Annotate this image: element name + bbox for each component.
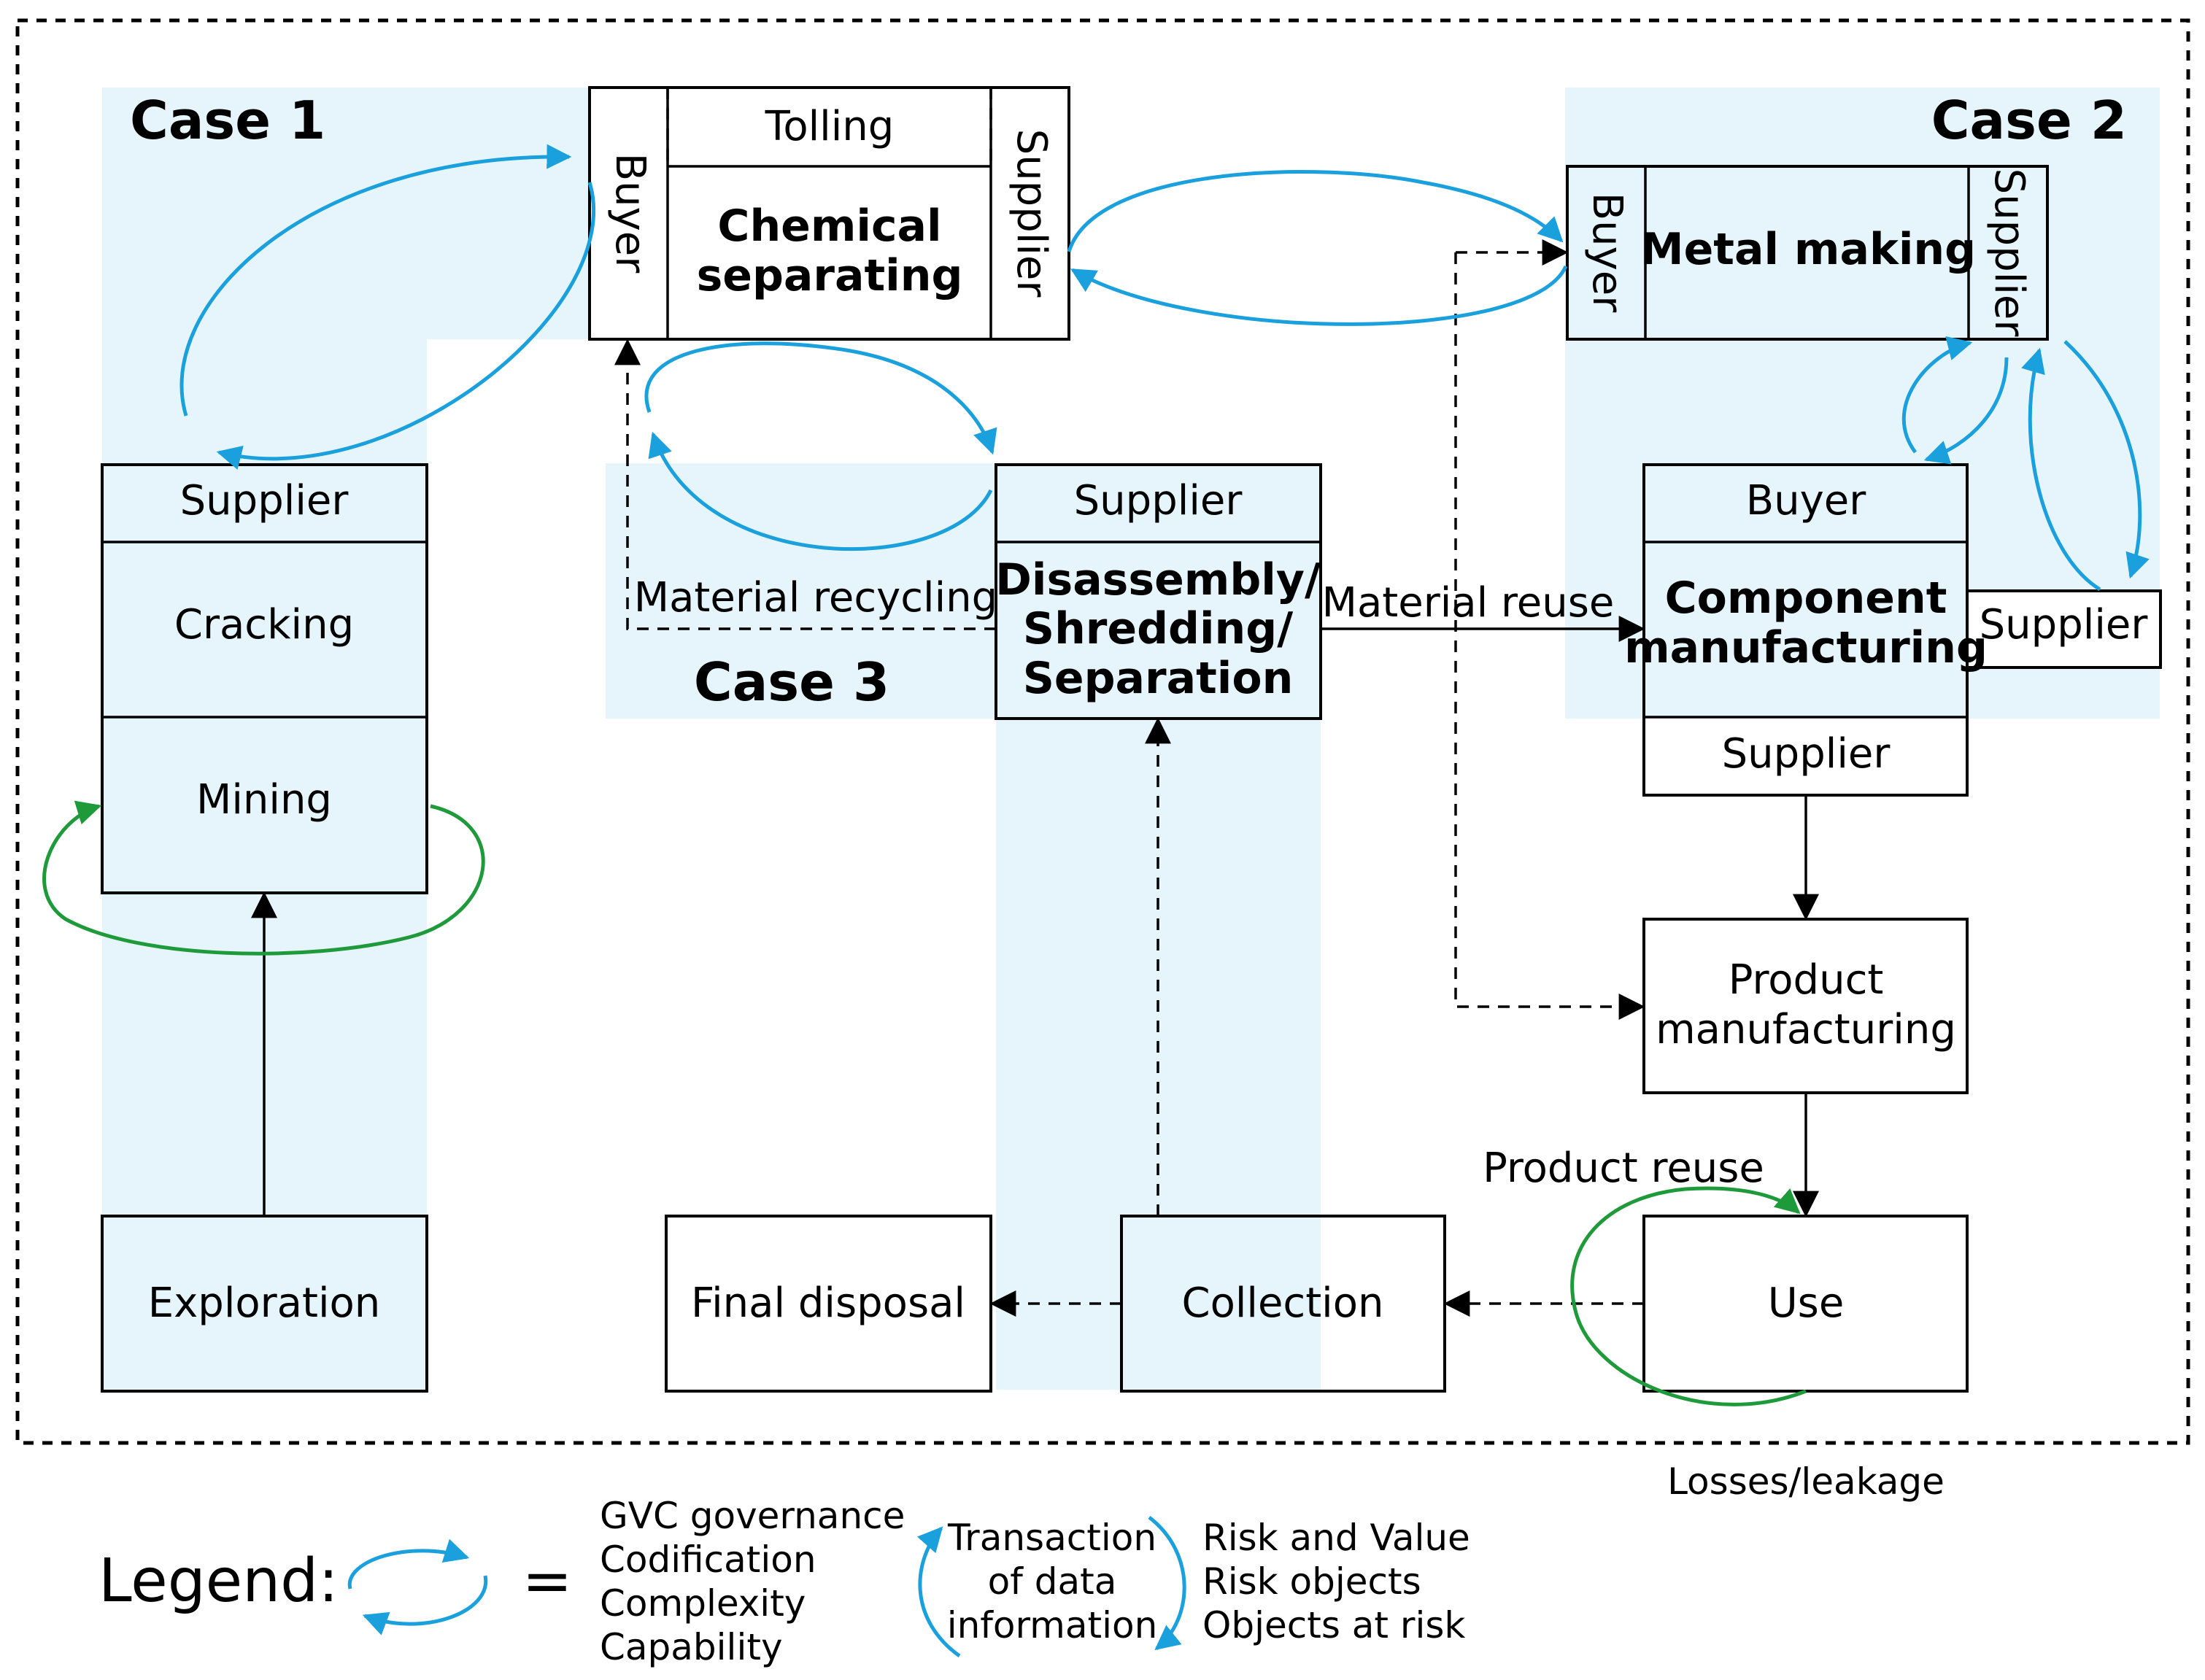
- disassembly-label-1: Disassembly/: [995, 554, 1321, 605]
- legend-title: Legend:: [99, 1547, 339, 1616]
- use-label: Use: [1768, 1280, 1845, 1327]
- disassembly-label-2: Shredding/: [1023, 603, 1293, 654]
- side-supplier-governance-loop-return: [2063, 340, 2150, 579]
- case3-column-background: [996, 719, 1321, 1390]
- final-disposal-label: Final disposal: [691, 1280, 965, 1327]
- legend-governance-3: Complexity: [600, 1582, 806, 1625]
- legend-governance-1: GVC governance: [600, 1495, 905, 1537]
- component-side-supplier-label: Supplier: [1980, 601, 2149, 649]
- metal-making-block: Metal making Buyer Supplier: [1566, 165, 2049, 341]
- case2-label: Case 2: [1931, 90, 2127, 151]
- case1-label: Case 1: [130, 90, 325, 151]
- material-flows: [251, 616, 1819, 1218]
- legend-risk-2: Risk objects: [1202, 1560, 1421, 1603]
- case3-governance-loop-return: [648, 431, 993, 551]
- component-governance-loop-return: [1923, 357, 2009, 465]
- component-bottom-supplier-label: Supplier: [1722, 730, 1891, 778]
- cracking-label: Cracking: [174, 601, 354, 649]
- component-manufacturing-block: Buyer Component manufacturing Supplier S…: [1624, 463, 2162, 797]
- product-reuse-label: Product reuse: [1483, 1145, 1764, 1192]
- component-label-1: Component: [1665, 573, 1947, 624]
- legend-risk-1: Risk and Value: [1202, 1517, 1470, 1559]
- use-reuse-loop: [1570, 1186, 1807, 1406]
- case1-background: [102, 88, 591, 339]
- case3-label: Case 3: [694, 651, 889, 713]
- product-manufacturing-block: Product manufacturing: [1642, 918, 1969, 1094]
- metal-buyer-label: Buyer: [1583, 193, 1631, 314]
- case1-column: Supplier Cracking Mining Exploration: [101, 463, 428, 1393]
- chemical-separating-label-1: Chemical: [717, 201, 941, 252]
- legend-loop-icon: [347, 1538, 470, 1590]
- case1-governance-loop: [179, 144, 572, 417]
- legend-transaction-3: information: [947, 1604, 1158, 1646]
- disassembly-supplier-label: Supplier: [1074, 477, 1243, 524]
- metal-making-label: Metal making: [1640, 224, 1976, 275]
- disassembly-block: Supplier Disassembly/ Shredding/ Separat…: [995, 463, 1322, 720]
- case-backgrounds: [102, 88, 2160, 1393]
- mining-label: Mining: [196, 776, 332, 824]
- dashed-flows: [614, 239, 1645, 1317]
- reuse-loops: [42, 800, 1807, 1406]
- chemical-separating-block: Tolling Chemical separating Buyer Suppli…: [588, 86, 1070, 341]
- legend: Legend: = GVC governance Codification Co…: [99, 1495, 1470, 1668]
- exploration-label: Exploration: [148, 1280, 381, 1327]
- chemical-separating-label-2: separating: [697, 250, 963, 301]
- losses-label: Losses/leakage: [1667, 1460, 1945, 1503]
- case1-supplier-label: Supplier: [180, 477, 350, 524]
- chemical-buyer-label: Buyer: [606, 153, 654, 274]
- material-recycling-arrow: [614, 338, 996, 630]
- legend-risk-3: Objects at risk: [1202, 1604, 1465, 1646]
- to-product-manufacturing-arrow: [1454, 252, 1645, 1020]
- case1-governance-loop-return: [216, 182, 596, 470]
- chemical-supplier-label: Supplier: [1008, 129, 1055, 298]
- component-buyer-label: Buyer: [1746, 477, 1867, 524]
- case3-background: [606, 463, 1321, 719]
- legend-transaction-bracket-right: [1148, 1516, 1186, 1651]
- side-supplier-governance-loop: [2021, 347, 2101, 592]
- component-governance-loop: [1901, 336, 1973, 454]
- product-manufacturing-label-1: Product: [1729, 956, 1884, 1004]
- legend-loop-icon-return: [362, 1575, 488, 1636]
- mining-reuse-loop: [42, 800, 485, 956]
- case1-column-background: [102, 339, 427, 1393]
- tolling-label: Tolling: [765, 103, 895, 150]
- end-of-life-blocks: Use Collection Final disposal: [665, 1215, 1969, 1393]
- legend-governance-2: Codification: [600, 1538, 816, 1581]
- legend-transaction-bracket-left: [916, 1526, 961, 1658]
- material-recycling-label: Material recycling: [634, 574, 997, 622]
- case3-governance-loop: [644, 341, 997, 455]
- disassembly-label-3: Separation: [1023, 653, 1294, 704]
- metal-governance-loop-return: [1070, 265, 1568, 326]
- component-label-2: manufacturing: [1624, 622, 1988, 673]
- system-boundary: [15, 18, 2190, 1445]
- legend-governance-4: Capability: [600, 1626, 783, 1668]
- product-manufacturing-label-2: manufacturing: [1656, 1006, 1956, 1053]
- metal-governance-loop: [1067, 170, 1564, 252]
- metal-supplier-label: Supplier: [1985, 169, 2033, 338]
- material-reuse-label: Material reuse: [1322, 579, 1615, 627]
- legend-transaction-2: of data: [988, 1560, 1117, 1603]
- legend-transaction-1: Transaction: [947, 1517, 1156, 1559]
- collection-label: Collection: [1182, 1280, 1384, 1327]
- governance-loops: [179, 144, 2150, 592]
- legend-equals: =: [522, 1547, 573, 1616]
